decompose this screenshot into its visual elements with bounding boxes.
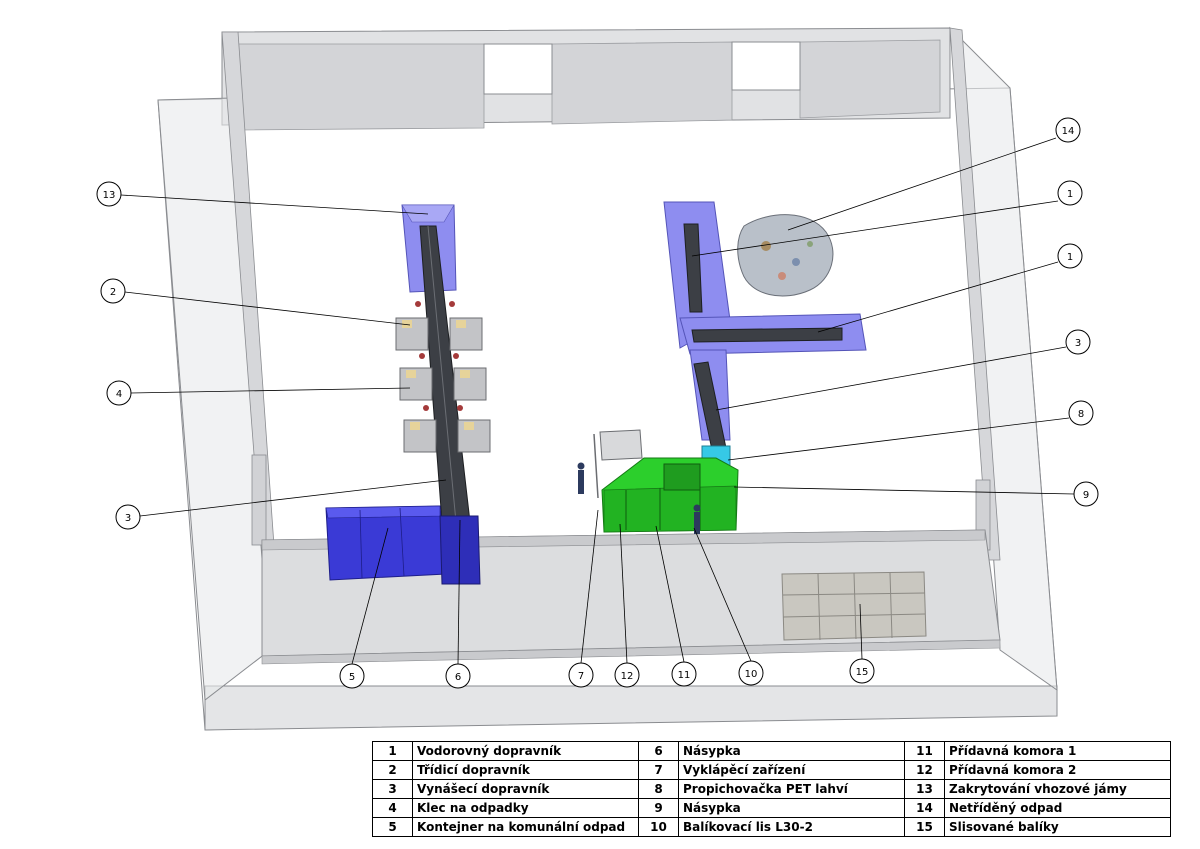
legend-table: 1 Vodorovný dopravník 6 Násypka 11 Přída… — [372, 741, 1171, 837]
operator-figures — [577, 462, 701, 534]
legend-number: 15 — [904, 817, 945, 837]
legend-number: 3 — [372, 779, 413, 799]
waste-cages — [395, 301, 491, 453]
hopper-left — [439, 515, 481, 585]
callout-2: 2 — [100, 278, 126, 304]
legend-number: 11 — [904, 741, 945, 761]
callout-1-upper: 1 — [1057, 180, 1083, 206]
svg-text:3: 3 — [125, 513, 131, 524]
legend-number: 6 — [638, 741, 679, 761]
legend-text: Přídavná komora 2 — [944, 760, 1171, 780]
callout-3-right: 3 — [1065, 329, 1091, 355]
pressed-bales — [781, 571, 927, 641]
legend-text: Propichovačka PET lahví — [678, 779, 905, 799]
baling-press — [601, 457, 739, 533]
back-wall — [221, 27, 951, 131]
svg-text:7: 7 — [578, 671, 584, 682]
legend-row: 4 Klec na odpadky 9 Násypka 14 Netříděný… — [372, 798, 1171, 818]
horizontal-conveyor-2 — [691, 327, 843, 343]
callout-14: 14 — [1055, 117, 1081, 143]
legend-text: Vodorovný dopravník — [412, 741, 639, 761]
leader-lines — [120, 137, 1075, 665]
legend-text: Vyklápěcí zařízení — [678, 760, 905, 780]
legend-text: Zakrytování vhozové jámy — [944, 779, 1171, 799]
unsorted-waste-pile — [737, 214, 834, 297]
tipping-device — [593, 429, 643, 499]
legend-text: Třídicí dopravník — [412, 760, 639, 780]
callout-6: 6 — [445, 663, 471, 689]
callout-11: 11 — [671, 661, 697, 687]
svg-text:5: 5 — [349, 672, 355, 683]
svg-text:12: 12 — [621, 671, 634, 682]
legend-row: 2 Třídicí dopravník 7 Vyklápěcí zařízení… — [372, 760, 1171, 780]
legend-row: 5 Kontejner na komunální odpad 10 Balíko… — [372, 817, 1171, 837]
svg-text:9: 9 — [1083, 490, 1089, 501]
callout-13: 13 — [96, 181, 122, 207]
callout-15: 15 — [849, 658, 875, 684]
side-walls — [157, 26, 1058, 701]
legend-text: Násypka — [678, 741, 905, 761]
callout-7: 7 — [568, 662, 594, 688]
door-opening-left — [483, 43, 553, 95]
callout-5: 5 — [339, 663, 365, 689]
legend-number: 12 — [904, 760, 945, 780]
layout-diagram: 13 2 4 3 5 6 7 12 11 10 15 14 1 1 3 8 9 — [96, 26, 1099, 731]
legend-number: 2 — [372, 760, 413, 780]
legend-text: Slisované balíky — [944, 817, 1171, 837]
legend-text: Přídavná komora 1 — [944, 741, 1171, 761]
legend-number: 13 — [904, 779, 945, 799]
callout-9: 9 — [1073, 481, 1099, 507]
legend-number: 5 — [372, 817, 413, 837]
waste-container — [325, 505, 447, 581]
legend-number: 10 — [638, 817, 679, 837]
callout-4: 4 — [106, 380, 132, 406]
horizontal-conveyor-1 — [683, 223, 703, 313]
legend-text: Balíkovací lis L30-2 — [678, 817, 905, 837]
legend-number: 14 — [904, 798, 945, 818]
legend-text: Vynášecí dopravník — [412, 779, 639, 799]
legend-text: Netříděný odpad — [944, 798, 1171, 818]
callout-12: 12 — [614, 662, 640, 688]
svg-text:15: 15 — [856, 667, 869, 678]
legend-number: 4 — [372, 798, 413, 818]
door-opening-right — [731, 41, 801, 91]
svg-text:6: 6 — [455, 672, 461, 683]
svg-text:8: 8 — [1078, 409, 1084, 420]
svg-text:3: 3 — [1075, 338, 1081, 349]
callout-1-lower: 1 — [1057, 243, 1083, 269]
svg-text:11: 11 — [678, 670, 691, 681]
svg-text:1: 1 — [1067, 252, 1073, 263]
svg-text:10: 10 — [745, 669, 758, 680]
legend-text: Klec na odpadky — [412, 798, 639, 818]
legend-row: 1 Vodorovný dopravník 6 Násypka 11 Přída… — [372, 741, 1171, 761]
legend-text: Násypka — [678, 798, 905, 818]
svg-text:2: 2 — [110, 287, 116, 298]
callout-3-left: 3 — [115, 504, 141, 530]
legend-row: 3 Vynášecí dopravník 8 Propichovačka PET… — [372, 779, 1171, 799]
svg-text:13: 13 — [103, 190, 116, 201]
legend-text: Kontejner na komunální odpad — [412, 817, 639, 837]
callout-10: 10 — [738, 660, 764, 686]
legend-number: 7 — [638, 760, 679, 780]
legend-number: 1 — [372, 741, 413, 761]
svg-text:14: 14 — [1062, 126, 1075, 137]
svg-text:1: 1 — [1067, 189, 1073, 200]
callout-8: 8 — [1068, 400, 1094, 426]
legend-number: 9 — [638, 798, 679, 818]
svg-text:4: 4 — [116, 389, 122, 400]
legend-number: 8 — [638, 779, 679, 799]
